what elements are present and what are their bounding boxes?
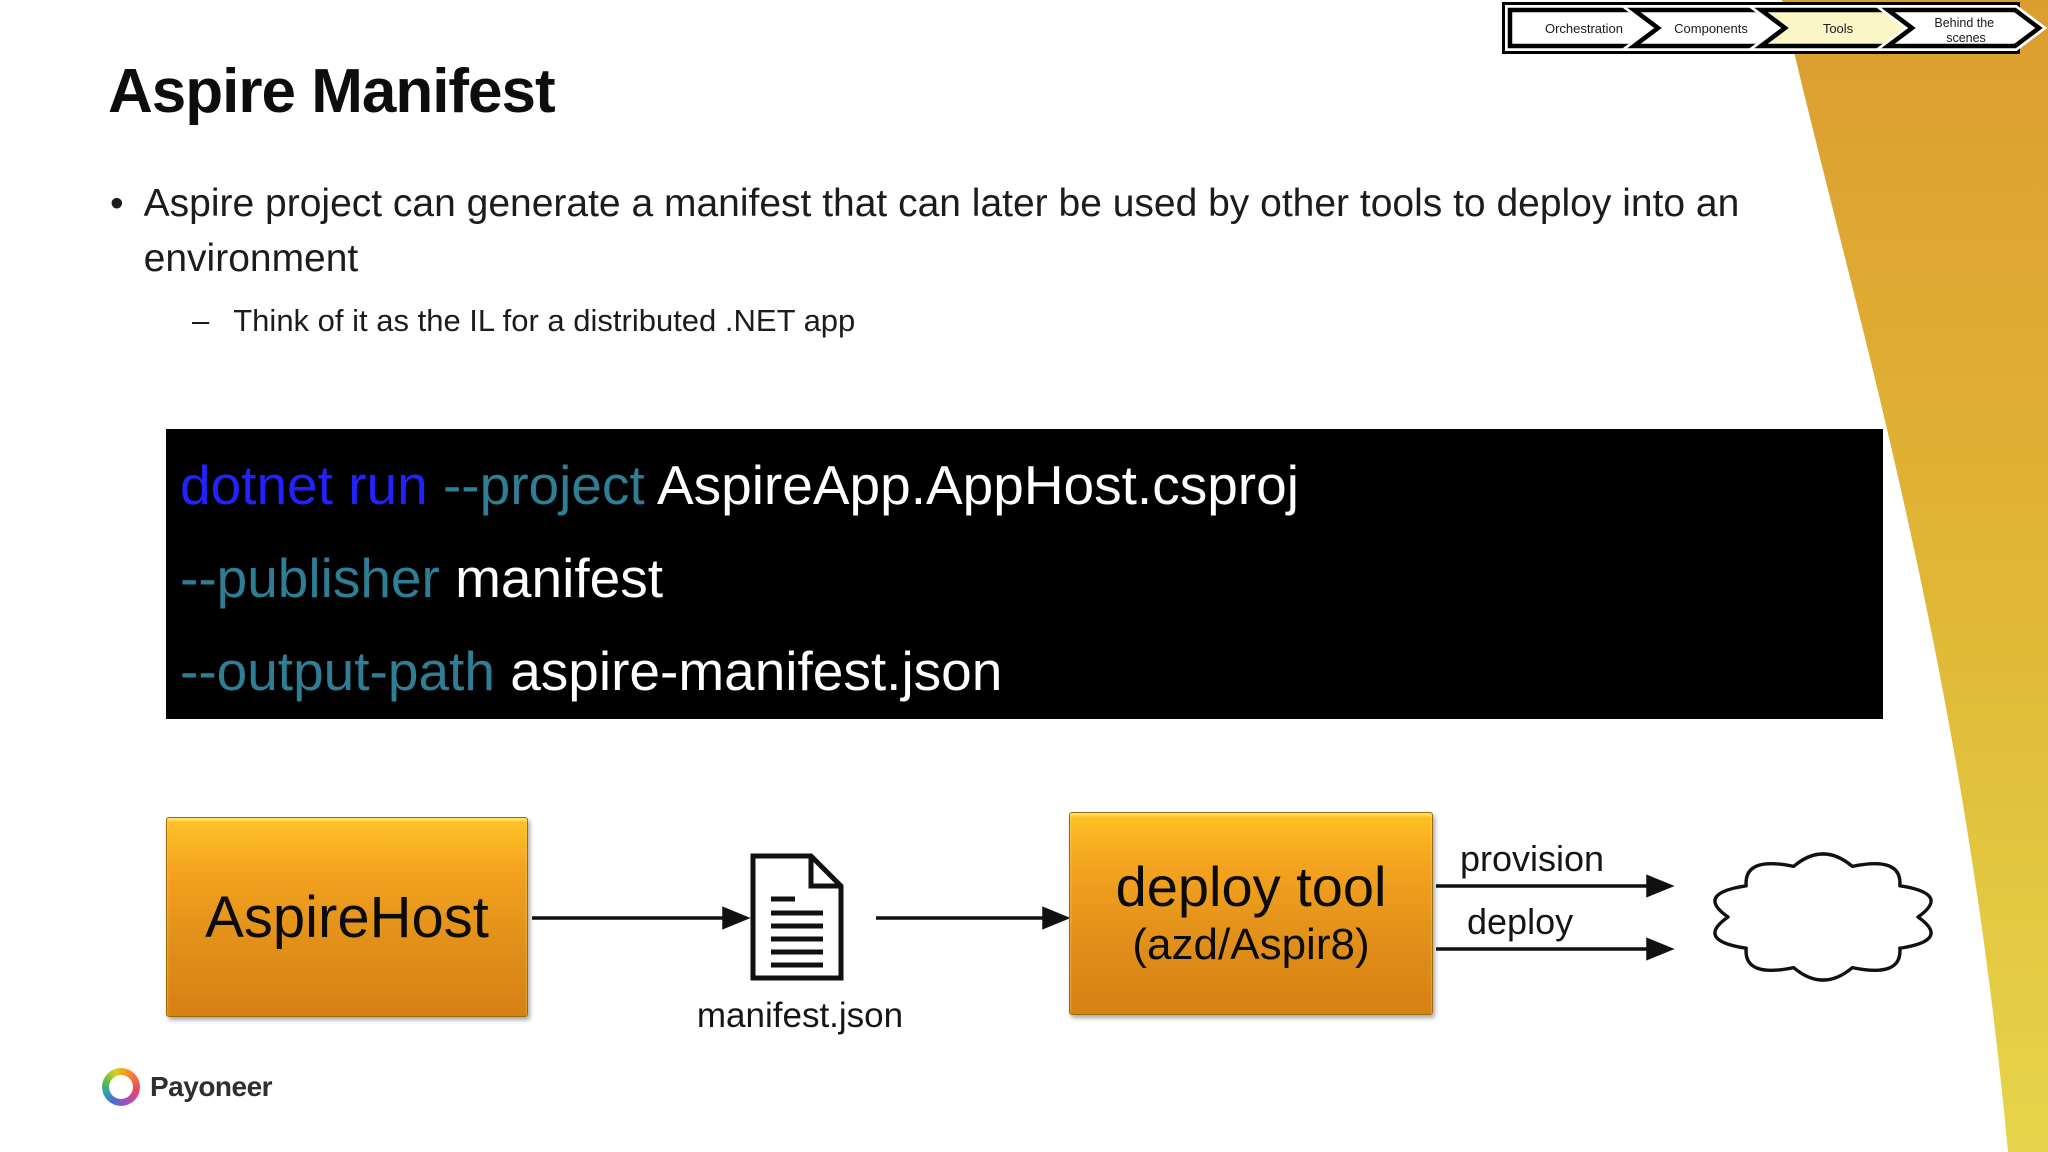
code-token: manifest [455, 547, 663, 609]
code-block: dotnet run --project AspireApp.AppHost.c… [166, 429, 1883, 719]
sub-bullet-item: – Think of it as the IL for a distribute… [192, 300, 855, 342]
breadcrumb-label: Behind the scenes [1934, 16, 1997, 45]
cloud-icon [1713, 852, 1933, 982]
bullet-text: Aspire project can generate a manifest t… [143, 182, 1740, 280]
deploy-tool-sublabel: (azd/Aspir8) [1132, 919, 1370, 969]
code-line: --output-path aspire-manifest.json [180, 625, 1883, 718]
code-token: --output-path [180, 640, 511, 702]
document-icon [750, 853, 844, 981]
code-token: --project [442, 454, 657, 516]
aspirehost-box: AspireHost [166, 817, 528, 1017]
page-title: Aspire Manifest [108, 57, 556, 126]
code-token: dotnet run [180, 454, 443, 516]
provision-label: provision [1460, 838, 1605, 879]
code-token: --publisher [180, 547, 456, 609]
manifest-file-label: manifest.json [696, 996, 904, 1035]
brand-name: Payoneer [150, 1071, 273, 1102]
deploy-tool-box: deploy tool (azd/Aspir8) [1069, 812, 1433, 1015]
aspirehost-label: AspireHost [205, 884, 489, 950]
sub-bullet-text: Think of it as the IL for a distributed … [233, 303, 856, 338]
code-line: dotnet run --project AspireApp.AppHost.c… [180, 439, 1883, 532]
bullet-marker: • [110, 182, 124, 225]
bullet-item: • Aspire project can generate a manifest… [110, 176, 1790, 286]
code-token: AspireApp.AppHost.csproj [656, 454, 1299, 516]
deploy-label: deploy [1467, 901, 1574, 942]
deploy-tool-label: deploy tool [1115, 854, 1387, 918]
code-line: --publisher manifest [180, 532, 1883, 625]
sub-bullet-marker: – [192, 303, 210, 338]
payoneer-ring-icon [102, 1068, 140, 1106]
breadcrumb-label: Orchestration [1545, 21, 1623, 36]
breadcrumb-label: Tools [1823, 21, 1854, 36]
code-token: aspire-manifest.json [510, 640, 1003, 702]
breadcrumb: Orchestration Components Tools Behind th… [1502, 2, 2048, 54]
breadcrumb-label: Components [1674, 21, 1748, 36]
brand-logo: Payoneer [102, 1068, 273, 1106]
breadcrumb-item-behind-the-scenes: Behind the scenes [1873, 5, 2048, 51]
